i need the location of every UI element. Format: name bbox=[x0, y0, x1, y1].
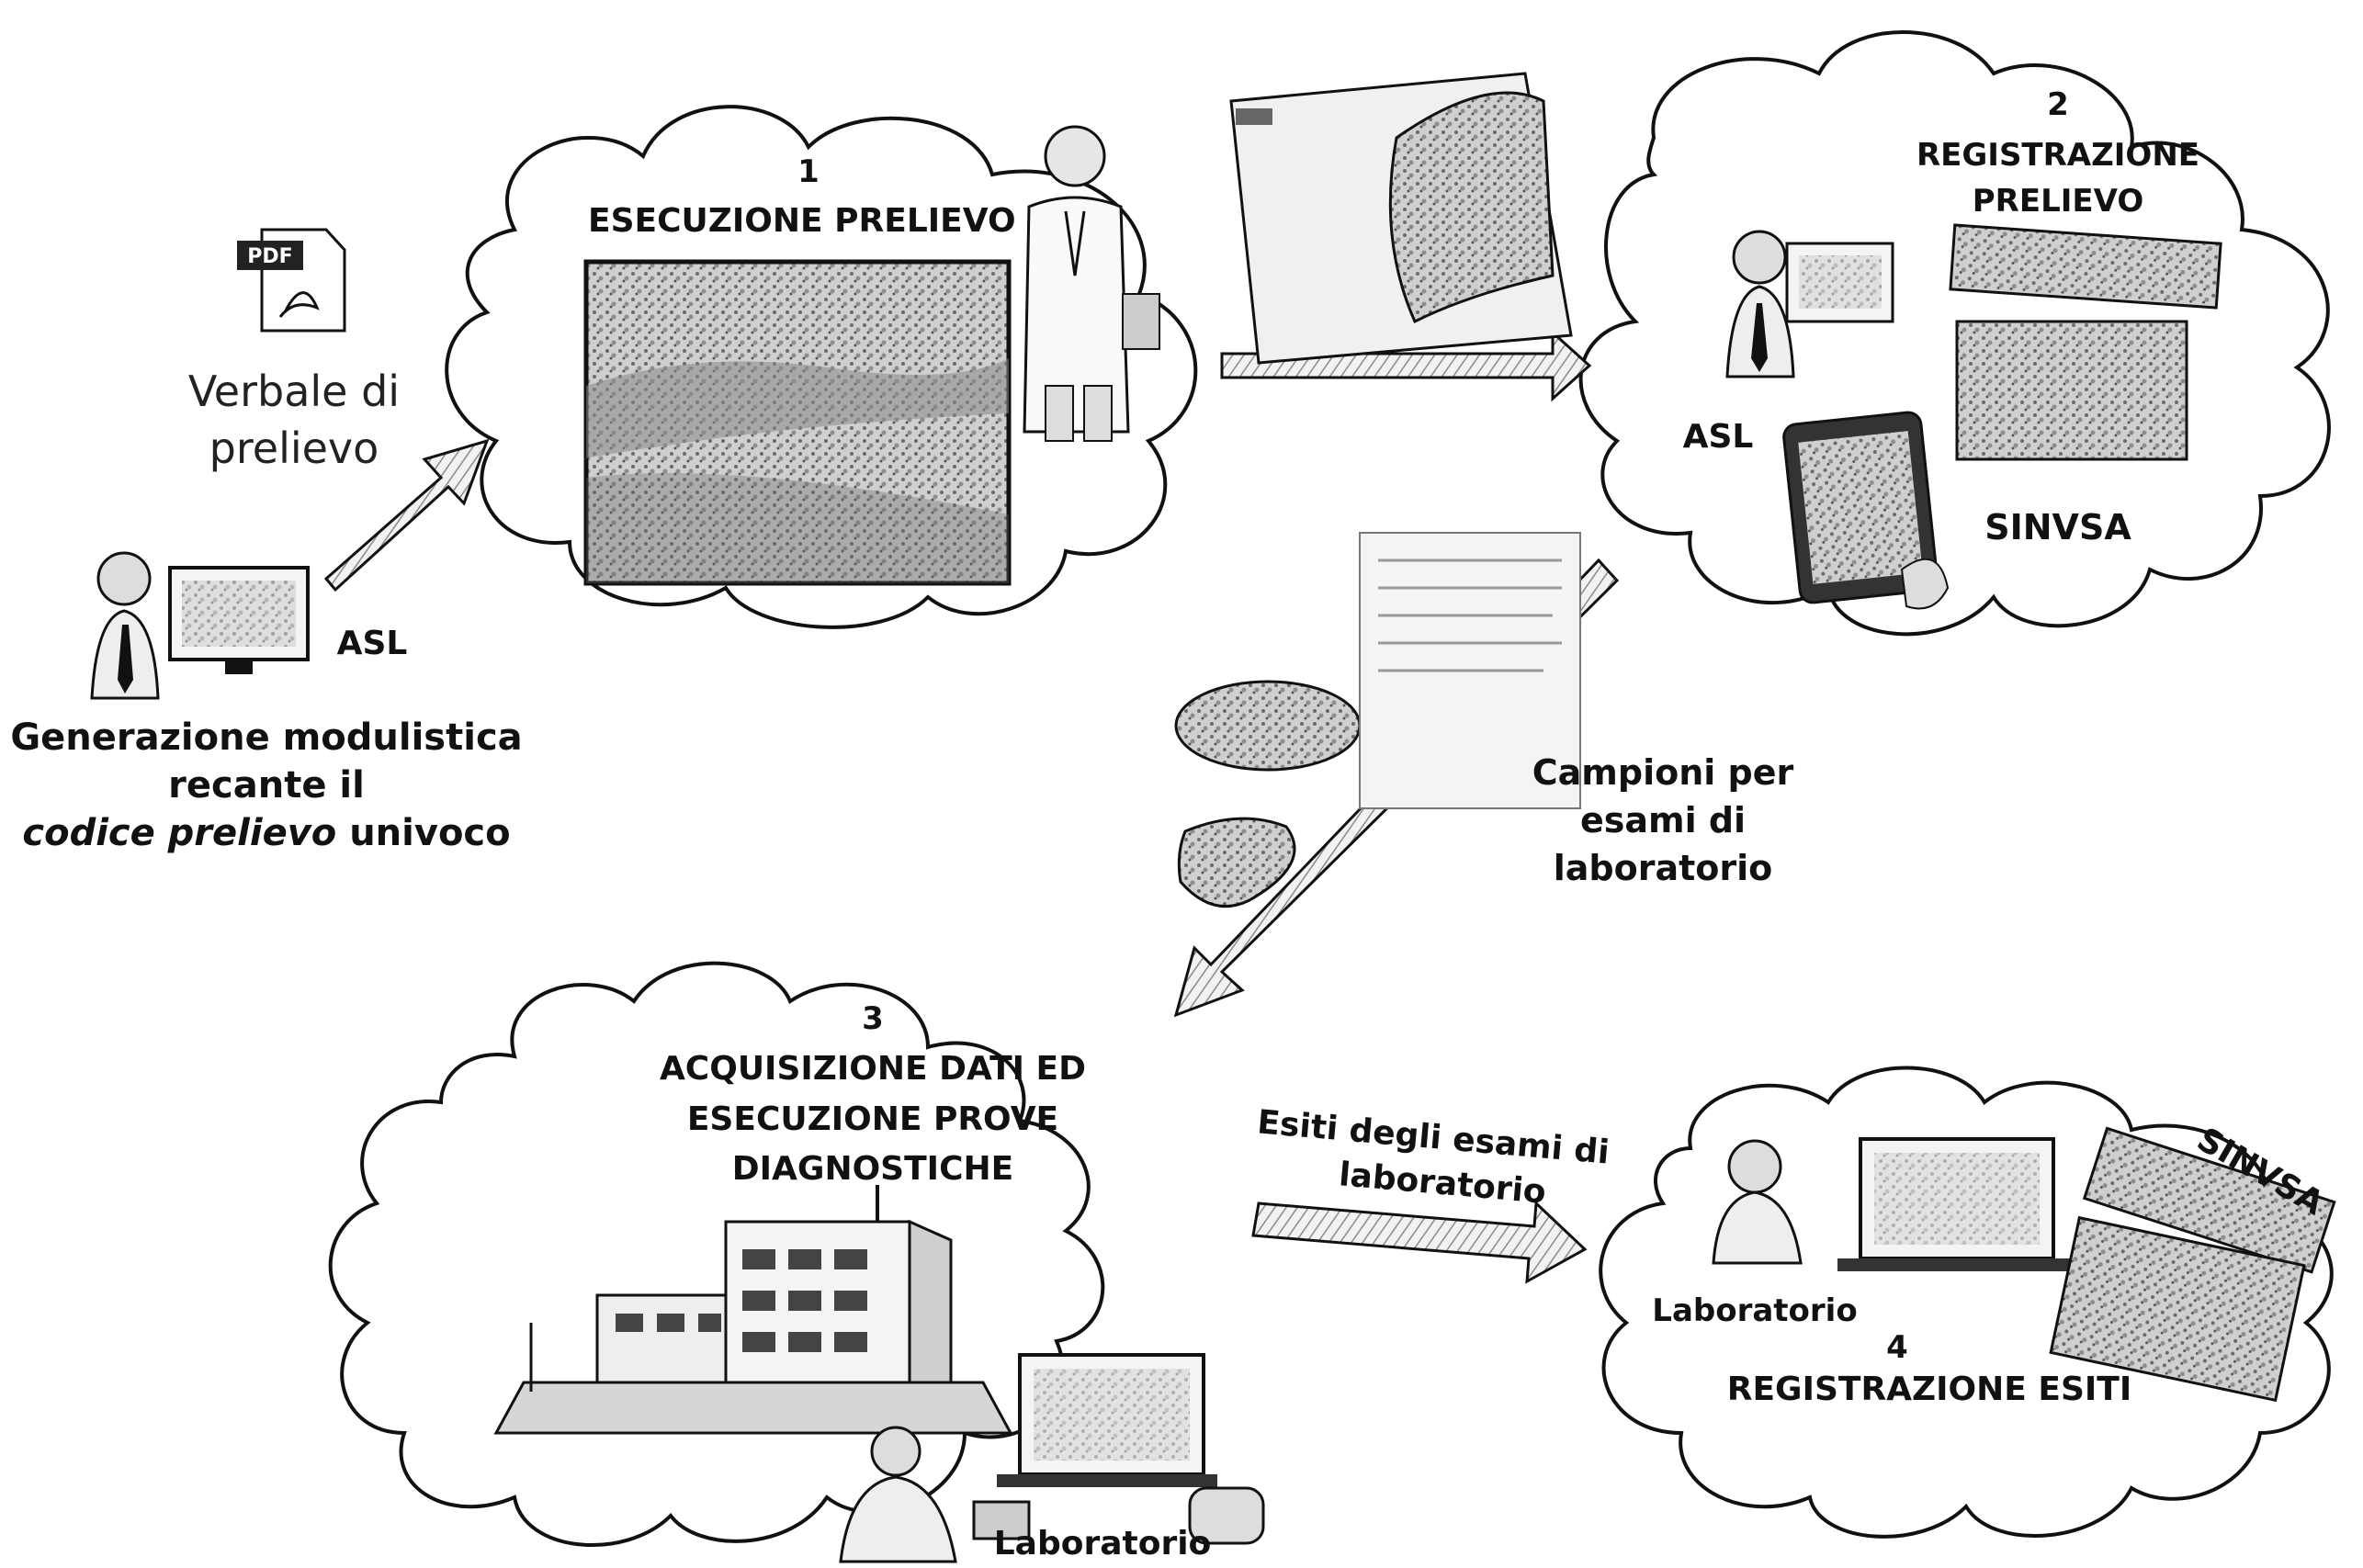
step-2-title-line-1: REGISTRAZIONE bbox=[1916, 137, 2200, 174]
generation-code-italic: codice prelievo bbox=[22, 812, 337, 854]
doctor-icon bbox=[1023, 125, 1160, 442]
step-2-actor: ASL bbox=[1682, 418, 1754, 456]
samples-label-line-1: Campioni per bbox=[1532, 752, 1794, 793]
step-3-actor: Laboratorio bbox=[993, 1525, 1212, 1562]
step-2-number: 2 bbox=[2047, 86, 2069, 123]
step-2-title-line-2: PRELIEVO bbox=[1972, 183, 2144, 220]
step-4-title: REGISTRAZIONE ESITI bbox=[1726, 1371, 2132, 1408]
sinvsa-results-screen-icon bbox=[2049, 1126, 2336, 1403]
step-4-number: 4 bbox=[1886, 1329, 1908, 1366]
person-at-computer-icon bbox=[90, 551, 310, 700]
results-operator-icon bbox=[1712, 1137, 2076, 1271]
asl-operator-icon bbox=[1725, 230, 1894, 378]
step-3-title-line-3: DIAGNOSTICHE bbox=[731, 1150, 1014, 1188]
tablet-icon bbox=[1782, 411, 1950, 610]
lab-computer-icon bbox=[997, 1353, 1217, 1487]
printer-icon bbox=[972, 1486, 1265, 1545]
generation-line-2: recante il bbox=[168, 764, 365, 807]
step-3-title-line-2: ESECUZIONE PROVE bbox=[686, 1100, 1059, 1138]
samples-icon bbox=[1174, 532, 1581, 908]
pdf-badge: PDF bbox=[247, 245, 292, 268]
samples-label-line-3: laboratorio bbox=[1553, 848, 1773, 888]
document-label-line-2: prelievo bbox=[209, 423, 379, 473]
step-1-number: 1 bbox=[797, 153, 820, 190]
lab-operator-icon bbox=[839, 1426, 957, 1563]
sample-bag-icon bbox=[1229, 72, 1573, 365]
samples-label-line-2: esami di bbox=[1579, 800, 1747, 840]
arrow-to-step-1 bbox=[323, 438, 490, 592]
arrow-to-step-4 bbox=[1251, 1200, 1588, 1284]
lab-building-icon bbox=[493, 1185, 1013, 1435]
sinvsa-screen-icon bbox=[1949, 223, 2222, 461]
step-2-system: SINVSA bbox=[1984, 507, 2131, 547]
step-4-actor: Laboratorio bbox=[1652, 1292, 1858, 1329]
generation-line-1: Generazione modulistica bbox=[10, 716, 523, 759]
step-3-number: 3 bbox=[862, 1000, 884, 1037]
step-3-title-line-1: ACQUISIZIONE DATI ED bbox=[659, 1050, 1087, 1088]
generation-line-3: codice prelievo univoco bbox=[0, 812, 533, 854]
generation-code-normal: univoco bbox=[336, 812, 511, 854]
document-label-line-1: Verbale di bbox=[187, 367, 401, 416]
sample-photo-icon bbox=[583, 259, 1012, 586]
pdf-icon: PDF bbox=[237, 228, 346, 333]
arrow-to-step-2 bbox=[1220, 329, 1592, 402]
step-1-title: ESECUZIONE PRELIEVO bbox=[588, 202, 1016, 240]
cloud-step-2 bbox=[1578, 30, 2331, 637]
generation-actor: ASL bbox=[336, 625, 408, 662]
